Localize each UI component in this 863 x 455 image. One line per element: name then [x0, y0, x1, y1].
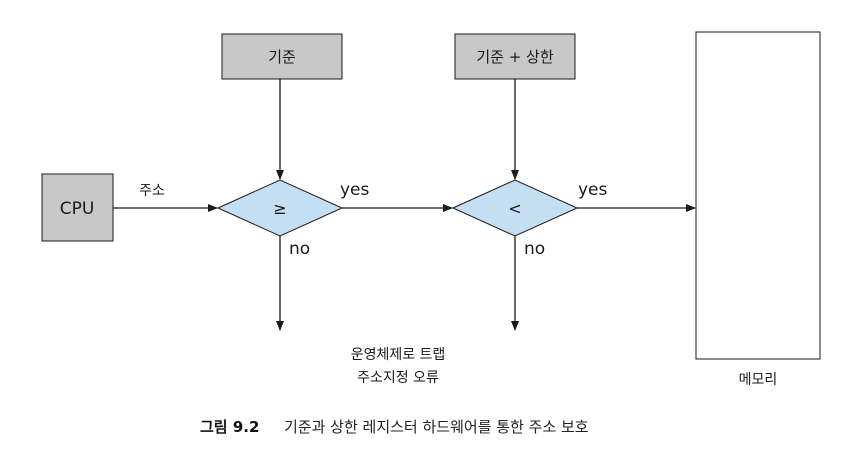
comparator-ge-symbol: ≥	[273, 199, 286, 218]
comparator-lt: <	[451, 179, 579, 237]
cpu-box	[41, 173, 114, 242]
memory-label: 메모리	[739, 372, 778, 388]
trap-label-line1: 운영체제로 트랩	[351, 347, 446, 363]
trap-label-line2: 주소지정 오류	[357, 370, 439, 386]
limit-register-label: 기준 + 상한	[476, 48, 554, 66]
comparator-ge: ≥	[216, 179, 344, 237]
figure-caption-text: 기준과 상한 레지스터 하드웨어를 통한 주소 보호	[284, 418, 589, 436]
address-label: 주소	[139, 183, 165, 199]
memory-box	[695, 31, 821, 360]
no-label-ge: no	[289, 239, 310, 259]
cpu-label: CPU	[60, 199, 95, 219]
yes-label-lt: yes	[578, 180, 608, 200]
comparator-lt-symbol: <	[508, 199, 521, 218]
base-register-box	[221, 33, 343, 80]
base-register-label: 기준	[268, 48, 296, 66]
cpu: CPU	[41, 173, 114, 242]
limit-register-box	[454, 33, 576, 80]
base-register: 기준	[221, 33, 343, 80]
limit-register: 기준 + 상한	[454, 33, 576, 80]
no-label-lt: no	[524, 239, 545, 259]
yes-label-ge: yes	[340, 180, 370, 200]
memory: 메모리	[695, 31, 821, 388]
figure-caption-number: 그림 9.2	[200, 418, 259, 436]
